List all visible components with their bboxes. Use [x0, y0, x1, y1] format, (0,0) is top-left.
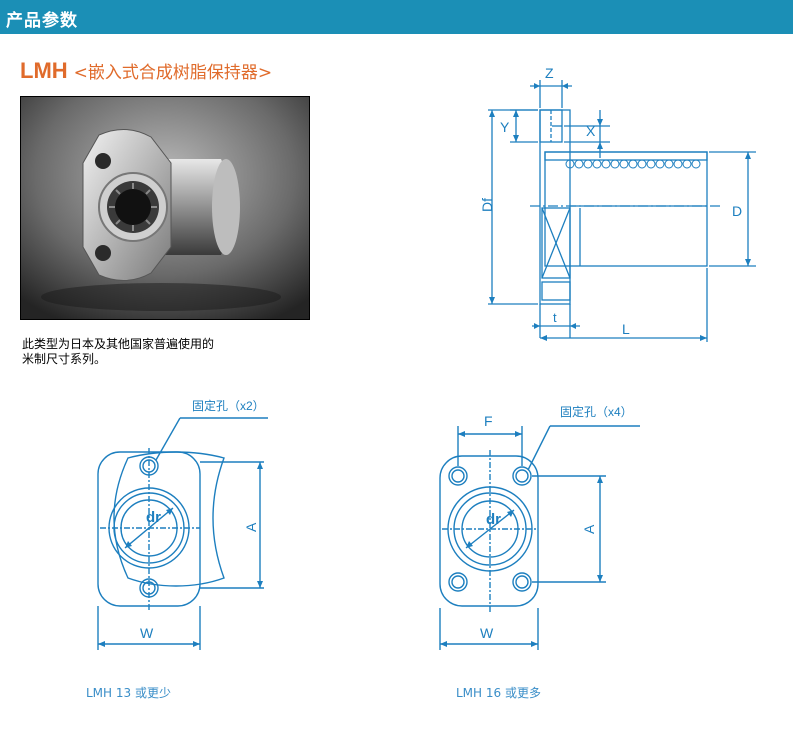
large-hole-label: 固定孔（x4）: [560, 404, 633, 419]
front-view-small-drawing: 固定孔（x2） dr A W: [97, 398, 268, 650]
label-x: X: [586, 123, 596, 139]
large-w-label: W: [480, 625, 494, 641]
small-dr-label: dr: [146, 509, 161, 526]
small-w-label: W: [140, 625, 154, 641]
side-view-drawing: Z Y X Df D t L: [479, 65, 756, 342]
product-subtitle: <嵌入式合成树脂保持器>: [73, 63, 273, 83]
caption-large: LMH 16 或更多: [456, 686, 541, 700]
label-z: Z: [545, 65, 554, 81]
label-l: L: [622, 321, 630, 337]
header-title: 产品参数: [6, 11, 78, 31]
bearing-photo-illustration: [21, 97, 309, 319]
description-line-1: 此类型为日本及其他国家普遍使用的: [22, 337, 215, 351]
description-line-2: 米制尺寸系列。: [22, 352, 107, 366]
product-model: LMH: [20, 58, 68, 83]
label-df: Df: [479, 198, 495, 212]
front-view-large-drawing: F 固定孔（x4） dr A W: [439, 404, 640, 650]
product-photo: [20, 96, 310, 320]
header-bar: 产品参数: [0, 0, 793, 34]
label-t: t: [553, 310, 557, 325]
product-description: 此类型为日本及其他国家普遍使用的 米制尺寸系列。: [22, 337, 214, 367]
large-a-label: A: [581, 524, 597, 534]
large-dr-label: dr: [486, 511, 501, 528]
product-title: LMH<嵌入式合成树脂保持器>: [20, 58, 272, 84]
caption-small: LMH 13 或更少: [86, 686, 171, 700]
small-hole-label: 固定孔（x2）: [192, 398, 265, 413]
label-y: Y: [500, 119, 510, 135]
label-d: D: [732, 203, 742, 219]
large-f-label: F: [484, 413, 493, 429]
small-a-label: A: [243, 522, 259, 532]
